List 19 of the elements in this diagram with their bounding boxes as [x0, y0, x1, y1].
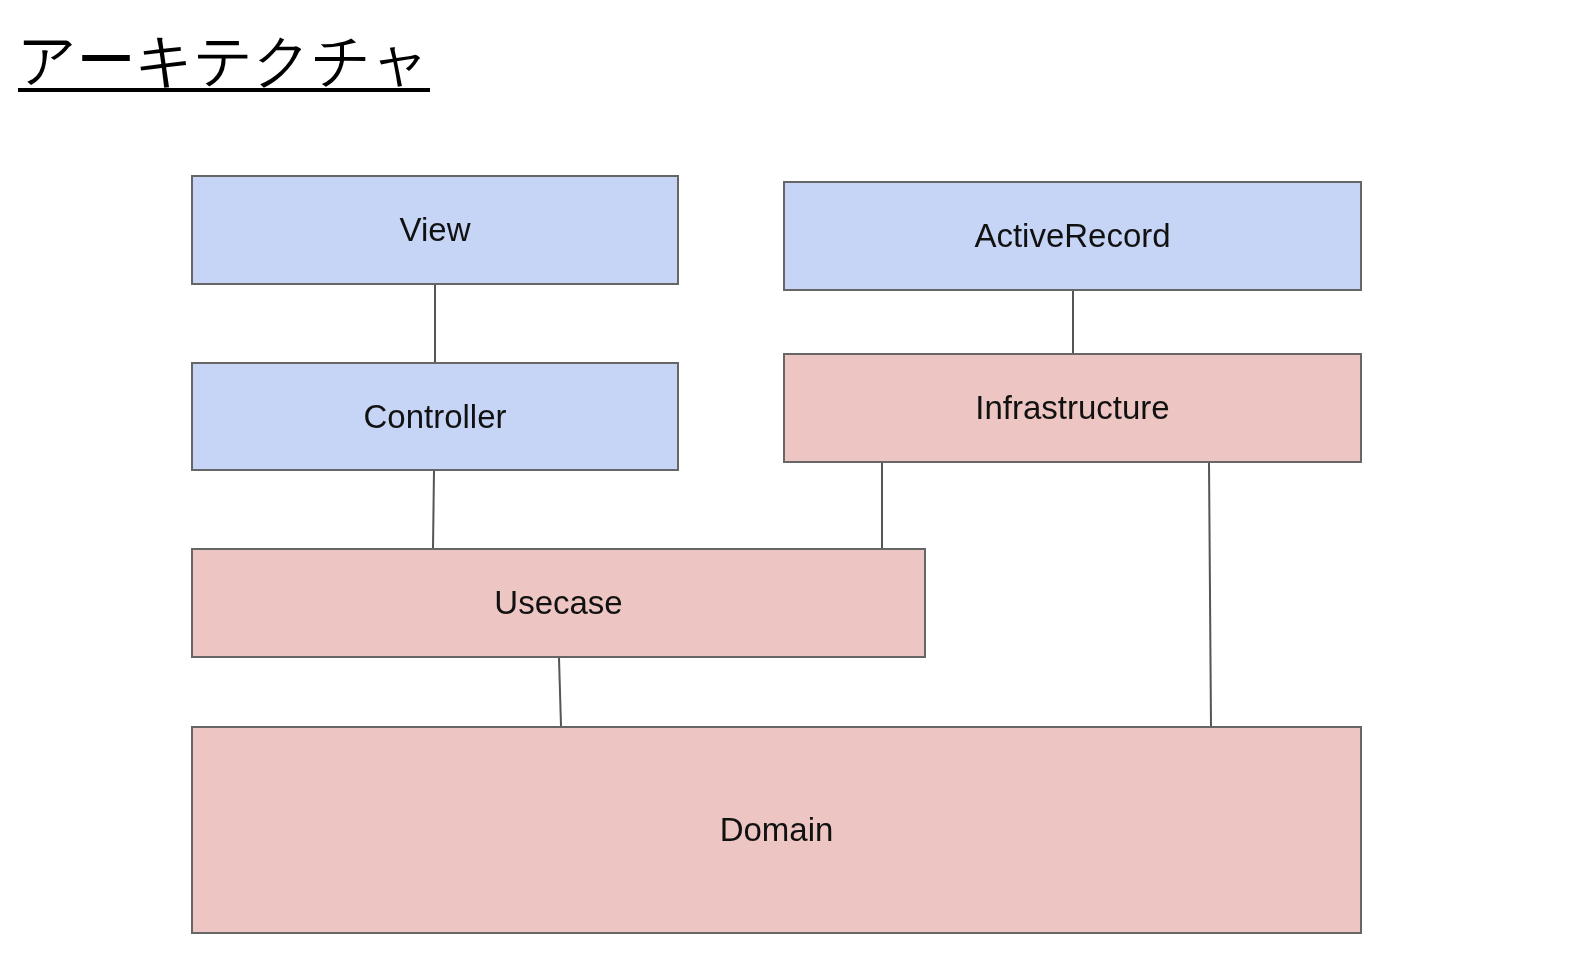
connector-line: [881, 462, 883, 549]
layer-box: [191, 726, 1362, 934]
layer-label: Controller: [363, 397, 507, 436]
layer-box: [783, 181, 1362, 291]
connector-line: [1208, 462, 1212, 727]
layer-label: Usecase: [494, 584, 623, 622]
layer-box: [191, 548, 926, 658]
connector-line: [558, 657, 562, 727]
layer-label: Infrastructure: [975, 389, 1170, 427]
layer-box: [783, 353, 1362, 463]
layer-box: [191, 362, 679, 471]
connector-line: [432, 470, 435, 549]
layer-box: [191, 175, 679, 285]
layer-label: ActiveRecord: [974, 217, 1171, 255]
layer-label: Domain: [719, 811, 834, 849]
connector-line: [434, 284, 436, 363]
connector-line: [1072, 290, 1074, 354]
title: アーキテクチャ: [18, 25, 430, 96]
layer-label: View: [399, 211, 471, 249]
